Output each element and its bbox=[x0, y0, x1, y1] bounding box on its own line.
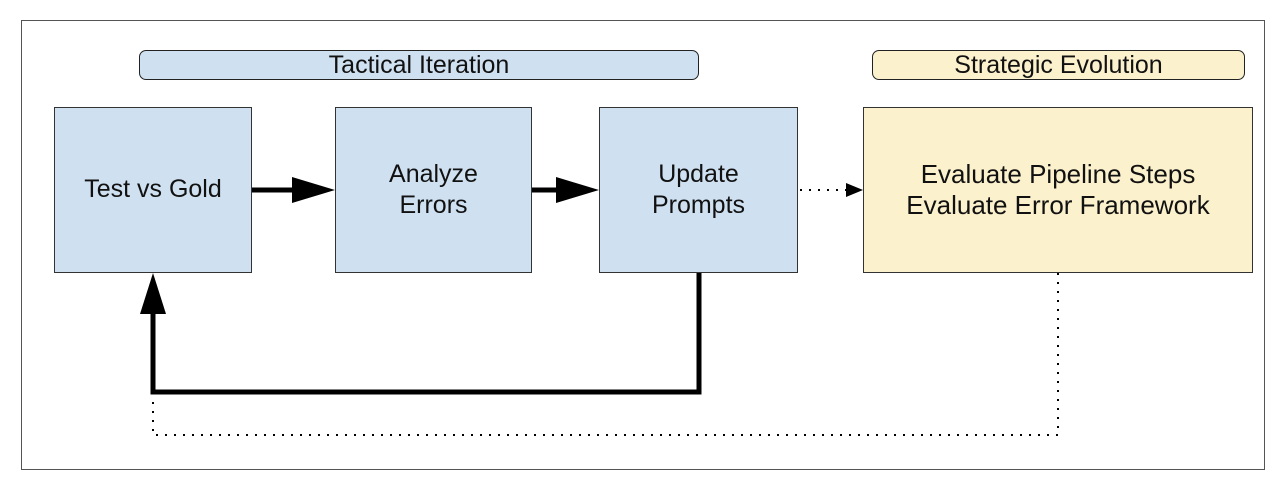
arrow-update-to-test-loop-head bbox=[140, 273, 166, 314]
update-prompts-line-2: Prompts bbox=[651, 191, 746, 219]
evaluate-pipeline-steps-line: Evaluate Pipeline Steps bbox=[920, 158, 1196, 189]
update-prompts-line-1: Update bbox=[658, 159, 739, 188]
analyze-errors-line-1: Analyze bbox=[389, 159, 478, 188]
arrow-update-to-test-loop-line bbox=[150, 273, 702, 395]
arrow-test-to-analyze bbox=[252, 177, 335, 203]
arrow-evaluate-to-test-loop bbox=[152, 273, 1059, 436]
update-prompts-node: Update Prompts bbox=[599, 107, 798, 273]
test-vs-gold-node: Test vs Gold bbox=[54, 107, 252, 273]
tactical-iteration-label: Tactical Iteration bbox=[139, 50, 699, 80]
analyze-errors-line-2: Errors bbox=[399, 191, 468, 219]
arrow-update-to-test-loop bbox=[140, 273, 702, 395]
arrow-update-to-evaluate-head bbox=[846, 183, 863, 197]
evaluate-node: Evaluate Pipeline Steps Evaluate Error F… bbox=[863, 107, 1253, 273]
arrow-analyze-to-update bbox=[532, 177, 599, 203]
test-vs-gold-line-1: Test vs Gold bbox=[84, 175, 222, 204]
diagram-frame bbox=[21, 20, 1265, 470]
arrow-evaluate-to-test-loop-line bbox=[152, 273, 1059, 436]
arrow-update-to-evaluate bbox=[800, 183, 863, 197]
evaluate-error-framework-line: Evaluate Error Framework bbox=[906, 190, 1210, 220]
analyze-errors-node: Analyze Errors bbox=[335, 107, 532, 273]
strategic-evolution-label: Strategic Evolution bbox=[872, 50, 1245, 80]
arrow-test-to-analyze-head bbox=[292, 177, 335, 203]
arrow-analyze-to-update-head bbox=[556, 177, 599, 203]
